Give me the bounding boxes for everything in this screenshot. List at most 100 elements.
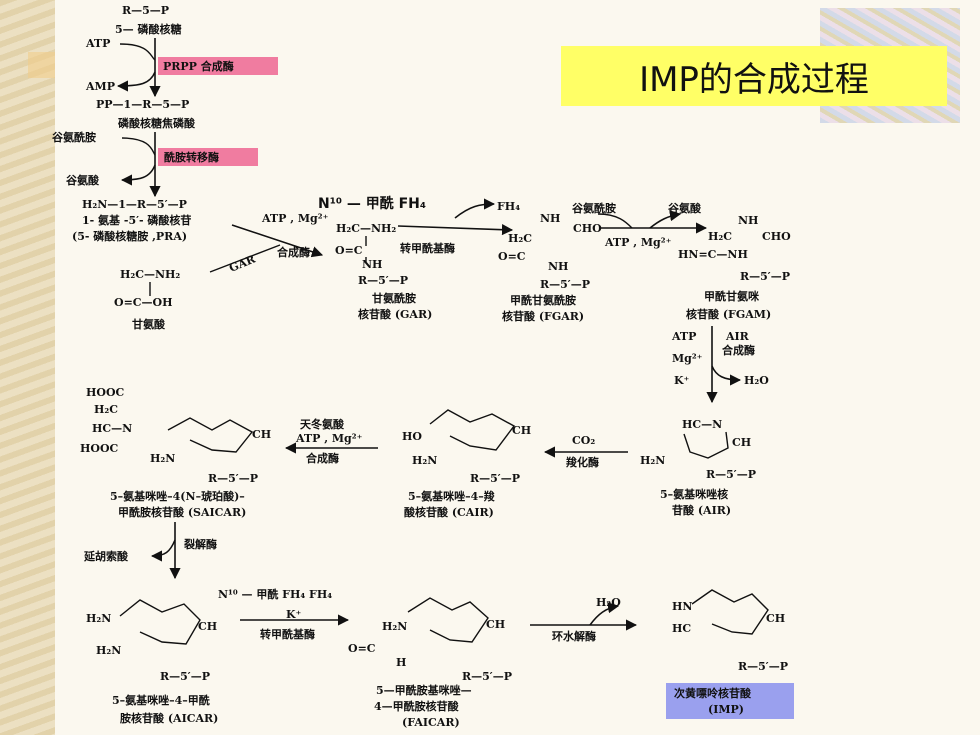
fgar-nh: NH [540, 212, 560, 225]
gar-struct-4: R—5′—P [358, 274, 408, 287]
pra-formula: H₂N—1—R—5′—P [82, 198, 187, 211]
prpp-synthase-box [158, 57, 278, 75]
saicar-hooc-1: HOOC [86, 386, 125, 399]
cair-name-2: 酸核苷酸 (CAIR) [404, 505, 494, 519]
aicar-h2n-2: H₂N [96, 644, 121, 657]
glycine-struct-top: H₂C—NH₂ [120, 268, 180, 281]
aicar-name-2: 胺核苷酸 (AICAR) [119, 711, 218, 725]
fgam-cho: CHO [762, 230, 791, 243]
glutamine-label: 谷氨酰胺 [52, 130, 96, 144]
gar-struct-1: H₂C—NH₂ [336, 222, 396, 235]
aicar-name-1: 5–氨基咪唑–4–甲酰 [112, 693, 210, 707]
imp-hc: HC [672, 622, 691, 635]
r5p-name: 5— 磷酸核糖 [115, 22, 181, 36]
water-label: H₂O [596, 596, 621, 609]
cair-r: R—5′—P [470, 472, 520, 485]
faicar-name-3: (FAICAR) [402, 716, 460, 729]
water-release-curve-2 [589, 602, 620, 626]
imp-r: R—5′—P [738, 660, 788, 673]
amp-label: AMP [85, 80, 115, 93]
fgam-hn: HN=C—NH [678, 248, 748, 261]
aicar-h2n-1: H₂N [86, 612, 111, 625]
glutamate-label-2: 谷氨酸 [668, 201, 702, 215]
air-step-k: K⁺ [674, 374, 690, 387]
fgar-name-1: 甲酰甘氨酰胺 [510, 293, 576, 307]
fgar-oc: O=C [498, 250, 526, 263]
water-release-curve [711, 365, 742, 386]
prpp-name: 磷酸核糖焦磷酸 [118, 116, 196, 130]
amidotransferase-box [158, 148, 258, 166]
k-label: K⁺ [286, 608, 302, 621]
r5p-formula: R—5—P [122, 4, 169, 17]
faicar-name-1: 5—甲酰胺基咪唑— [376, 683, 472, 697]
air-r: R—5′—P [706, 468, 756, 481]
imp-hn: HN [672, 600, 692, 613]
glutamate-curve [120, 164, 156, 186]
fgam-name-1: 甲酰甘氨咪 [704, 289, 760, 303]
cair-ring [429, 409, 516, 451]
atp-label: ATP [85, 37, 110, 50]
aicar-r: R—5′—P [160, 670, 210, 683]
amidotransferase-label: 酰胺转移酶 [164, 150, 219, 164]
glutamine-label-2: 谷氨酰胺 [572, 201, 616, 215]
saicar-r: R—5′—P [208, 472, 258, 485]
n10-formyl-fh4-label: N¹⁰ — 甲酰 FH₄ [318, 195, 426, 212]
imp-ch: CH [766, 612, 785, 625]
saicar-name-2: 甲酰胺核苷酸 (SAICAR) [118, 505, 246, 519]
faicar-h: H [396, 656, 406, 669]
fgam-r: R—5′—P [740, 270, 790, 283]
saicar-ch: CH [252, 428, 271, 441]
faicar-ch: CH [486, 618, 505, 631]
saicar-name-1: 5–氨基咪唑–4(N–琥珀酸)– [110, 489, 245, 503]
carboxylase-label: 羧化酶 [566, 455, 599, 469]
transformylase-label: 转甲酰基酶 [400, 241, 455, 255]
cair-ho: HO [402, 430, 422, 443]
aicar-ch: CH [198, 620, 217, 633]
air-name-1: 5–氨基咪唑核 [660, 487, 728, 501]
fgam-h2c: H₂C [708, 230, 732, 243]
imp-name-2: (IMP) [708, 703, 744, 716]
fgar-r: R—5′—P [540, 278, 590, 291]
prpp-formula: PP—1—R—5—P [96, 98, 189, 111]
arrow-gar-to-fgar [397, 224, 514, 236]
saicar-synthase-label: 合成酶 [306, 451, 339, 465]
fgar-cho: CHO [573, 222, 602, 235]
air-step-water: H₂O [744, 374, 769, 387]
fumarate-label: 延胡索酸 [83, 549, 129, 563]
gar-struct-2: O=C [335, 244, 363, 257]
faicar-name-2: 4—甲酰胺核苷酸 [374, 699, 460, 713]
gar-name-1: 甘氨酰胺 [372, 291, 416, 305]
transformylase-label-2: 转甲酰基酶 [260, 627, 315, 641]
air-name-2: 苷酸 (AIR) [672, 503, 731, 517]
gar-enzyme-tag: GAR [227, 252, 258, 275]
cair-ch: CH [512, 424, 531, 437]
cair-h2n: H₂N [412, 454, 437, 467]
air-ring [683, 431, 729, 459]
n10-label-2: N¹⁰ — 甲酰 FH₄ FH₄ [218, 587, 332, 601]
saicar-h2c: H₂C [94, 403, 118, 416]
lyase-label: 裂解酶 [183, 537, 217, 551]
amp-curve [116, 71, 156, 92]
cair-name-1: 5–氨基咪唑–4–羧 [408, 489, 496, 503]
aicar-ring [119, 599, 201, 645]
atp-mg-label: ATP , Mg²⁺ [261, 212, 329, 225]
air-step-atp: ATP [671, 330, 696, 343]
imp-name-box [666, 683, 794, 719]
faicar-ring [407, 597, 489, 643]
fgam-name-2: 核苷酸 (FGAM) [686, 307, 771, 321]
air-h2n: H₂N [640, 454, 665, 467]
left-texture-strip [0, 0, 55, 735]
imp-name-1: 次黄嘌呤核苷酸 [674, 686, 752, 700]
faicar-oc: O=C [348, 642, 376, 655]
air-ch: CH [732, 436, 751, 449]
pra-name-1: 1- 氨基 -5′- 磷酸核苷 [82, 213, 191, 227]
fh4-release-curve [454, 198, 496, 219]
pra-name-2: (5- 磷酸核糖胺 ,PRA) [72, 229, 187, 243]
arrow-pra-to-gar [231, 224, 324, 258]
co2-label: CO₂ [572, 434, 595, 447]
prpp-synthase-label: PRPP 合成酶 [163, 59, 234, 73]
glutamate-curve-2 [649, 210, 682, 229]
fgam-nh: NH [738, 214, 758, 227]
glutamine-curve [121, 137, 156, 156]
